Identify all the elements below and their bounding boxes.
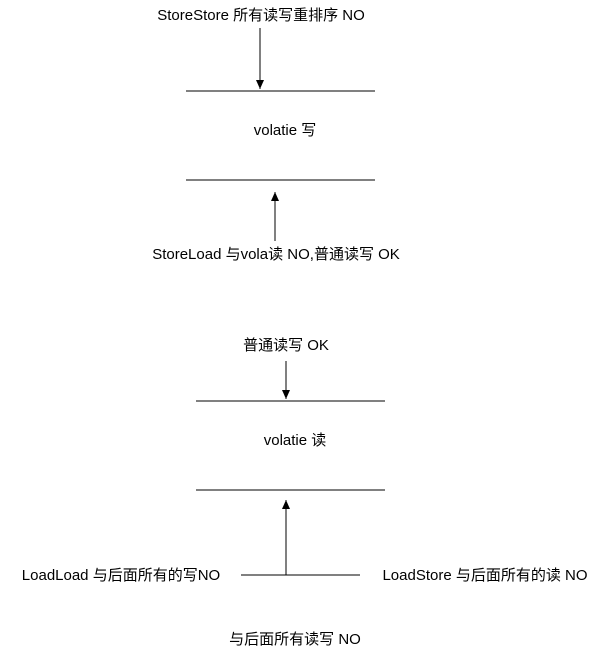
loadstore-label: LoadStore 与后面所有的读 NO (382, 567, 588, 584)
all-rw-no-label: 与后面所有读写 NO (229, 631, 361, 648)
loadload-label: LoadLoad 与后面所有的写NO (21, 567, 221, 584)
storestore-label: StoreStore 所有读写重排序 NO (157, 7, 365, 24)
volatile-write-label: volatie 写 (253, 122, 317, 139)
volatile-read-label: volatie 读 (263, 432, 327, 449)
storeload-label: StoreLoad 与vola读 NO,普通读写 OK (152, 246, 400, 263)
normal-rw-ok-label: 普通读写 OK (243, 337, 329, 354)
